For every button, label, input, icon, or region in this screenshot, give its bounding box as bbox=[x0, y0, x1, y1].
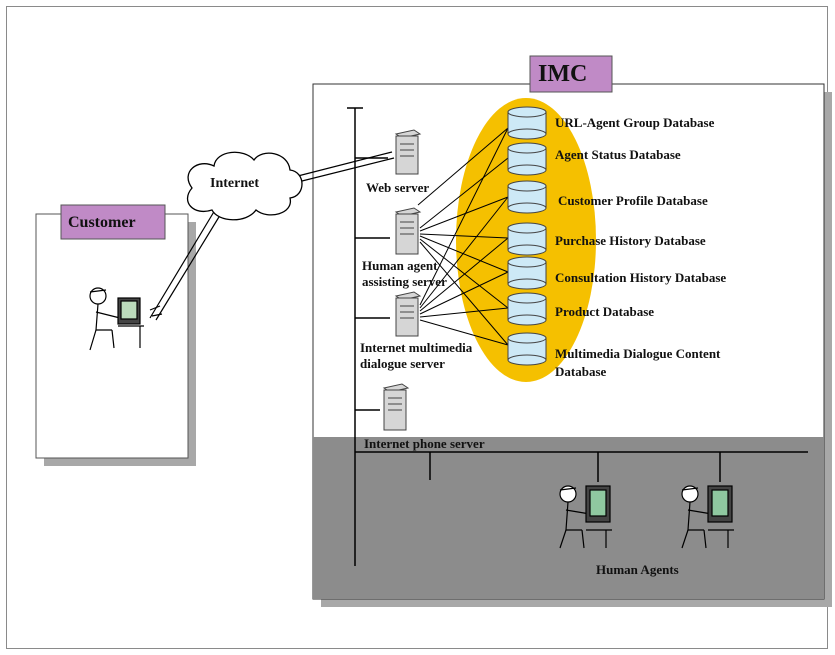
human-agent-server-label-2: assisting server bbox=[362, 274, 447, 289]
customer-label: Customer bbox=[68, 214, 136, 231]
human-agents-label: Human Agents bbox=[596, 562, 679, 577]
server-icon bbox=[394, 291, 422, 337]
db-label-agent-status: Agent Status Database bbox=[555, 147, 681, 162]
internet-cloud bbox=[186, 151, 303, 221]
imc-title-box bbox=[529, 55, 613, 93]
db-product bbox=[507, 292, 547, 326]
agent-area bbox=[313, 437, 824, 599]
db-label-consultation-history: Consultation History Database bbox=[555, 270, 727, 285]
db-cylinders bbox=[507, 106, 547, 366]
db-label-url-agent: URL-Agent Group Database bbox=[555, 115, 715, 130]
imc-title: IMC bbox=[538, 61, 588, 87]
customer-person-icon bbox=[89, 287, 163, 351]
db-agent-status bbox=[507, 142, 547, 176]
multimedia-server-label-2: dialogue server bbox=[360, 356, 445, 371]
db-label-product: Product Database bbox=[555, 304, 655, 319]
phone-server-label: Internet phone server bbox=[364, 436, 485, 451]
internet-label: Internet bbox=[210, 176, 259, 191]
db-label-multimedia-2: Database bbox=[555, 364, 607, 379]
customer-panel bbox=[35, 213, 189, 459]
db-consultation-history bbox=[507, 256, 547, 290]
db-links bbox=[417, 127, 509, 346]
customer-link bbox=[149, 209, 223, 321]
multimedia-server-label-1: Internet multimedia bbox=[360, 340, 473, 355]
web-server-label: Web server bbox=[366, 180, 430, 195]
human-agent-icon bbox=[559, 485, 612, 549]
db-label-multimedia-1: Multimedia Dialogue Content bbox=[555, 346, 721, 361]
db-label-purchase-history: Purchase History Database bbox=[555, 233, 706, 248]
db-label-customer-profile: Customer Profile Database bbox=[558, 193, 708, 208]
db-customer-profile bbox=[507, 180, 547, 214]
db-url-agent bbox=[507, 106, 547, 140]
server-icon bbox=[394, 207, 422, 255]
internet-link bbox=[289, 151, 395, 185]
human-agent-server-label-1: Human agent bbox=[362, 258, 438, 273]
server-icons bbox=[382, 129, 422, 431]
db-purchase-history bbox=[507, 222, 547, 256]
server-icon bbox=[382, 383, 410, 431]
db-multimedia-content bbox=[507, 332, 547, 366]
server-icon bbox=[394, 129, 422, 175]
customer-label-box bbox=[60, 204, 166, 240]
network-lines bbox=[347, 107, 808, 566]
human-agent-icon bbox=[681, 485, 734, 549]
